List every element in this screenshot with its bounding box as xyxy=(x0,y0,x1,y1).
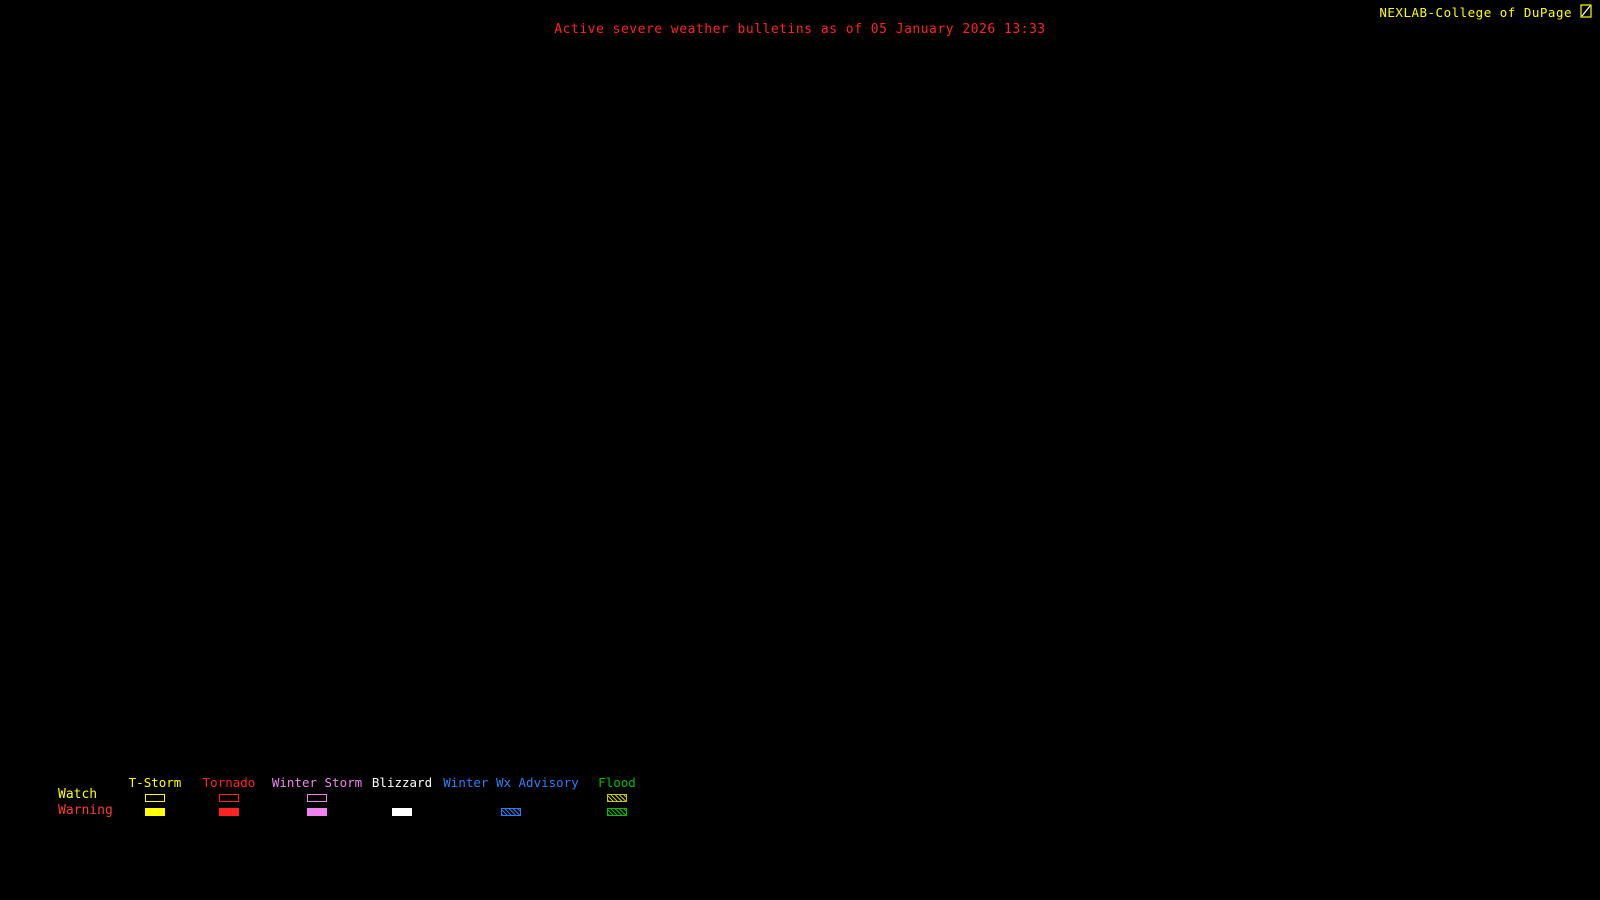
warning-swatch xyxy=(145,808,165,816)
legend-column-tornado: Tornado xyxy=(149,775,309,819)
watch-swatch xyxy=(219,794,239,802)
warning-swatch xyxy=(607,808,627,816)
brand-label: NEXLAB-College of DuPage xyxy=(1379,5,1572,20)
legend-row-warning: Warning xyxy=(58,803,113,818)
watch-swatch xyxy=(307,794,327,802)
watch-swatch xyxy=(607,794,627,802)
legend-column-flood: Flood xyxy=(537,775,697,819)
warning-swatch xyxy=(219,808,239,816)
warning-swatch xyxy=(307,808,327,816)
warning-swatch xyxy=(392,808,412,816)
watch-swatch xyxy=(145,794,165,802)
legend-column-label: Winter Wx Advisory xyxy=(443,775,579,790)
legend-column-label: T-Storm xyxy=(128,775,182,790)
legend-column-winter-wx-advisory: Winter Wx Advisory xyxy=(431,775,591,819)
legend-column-label: Winter Storm xyxy=(271,775,363,790)
bulletin-title: Active severe weather bulletins as of 05… xyxy=(554,22,1046,37)
legend: Watch Warning T-Storm Tornado Winter Storm… xyxy=(0,775,700,825)
legend-column-blizzard: Blizzard xyxy=(322,775,482,819)
legend-column-label: Blizzard xyxy=(371,775,433,790)
legend-row-watch: Watch xyxy=(58,787,98,802)
legend-column-label: Flood xyxy=(598,775,636,790)
legend-column-winter-storm: Winter Storm xyxy=(237,775,397,819)
logo-icon xyxy=(1580,4,1592,18)
legend-column-label: Tornado xyxy=(202,775,256,790)
legend-column-t-storm: T-Storm xyxy=(75,775,235,819)
warning-swatch xyxy=(501,808,521,816)
